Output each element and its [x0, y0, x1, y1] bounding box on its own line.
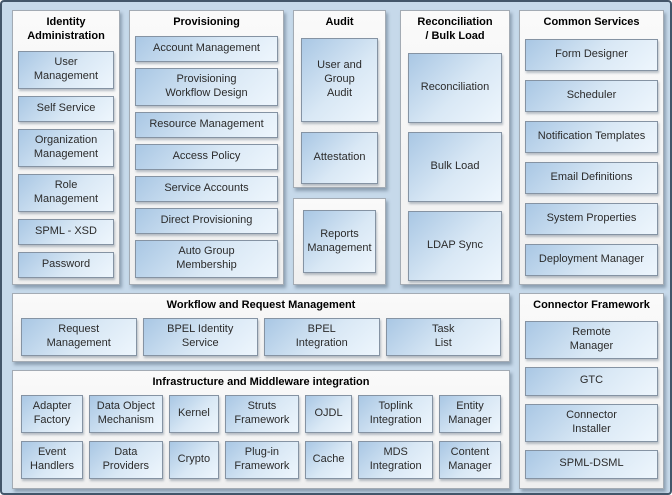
panel-common-services: Common Services Form Designer Scheduler …: [519, 10, 664, 285]
box-service-accounts: Service Accounts: [135, 175, 278, 202]
box-bpel-identity-service: BPEL Identity Service: [142, 317, 258, 356]
box-reconciliation: Reconciliation: [408, 52, 502, 123]
panel-title: Identity Administration: [27, 16, 105, 42]
box-access-policy: Access Policy: [135, 143, 278, 170]
box-role-management: Role Management: [18, 173, 114, 212]
box-spml-dsml: SPML-DSML: [525, 449, 658, 479]
box-system-properties: System Properties: [525, 202, 658, 235]
box-email-definitions: Email Definitions: [525, 161, 658, 194]
panel-title: Audit: [325, 16, 354, 28]
infrastructure-box-row-2: Event Handlers Data Providers Crypto Plu…: [21, 440, 501, 479]
box-data-object-mechanism: Data Object Mechanism: [89, 394, 163, 433]
box-self-service: Self Service: [18, 95, 114, 122]
box-struts-framework: Struts Framework: [225, 394, 299, 433]
box-cache: Cache: [304, 440, 353, 479]
panel-reconciliation-bulk-load: Reconciliation / Bulk Load Reconciliatio…: [400, 10, 510, 285]
box-connector-installer: Connector Installer: [525, 403, 658, 442]
panel-reports: Reports Management: [293, 198, 386, 285]
panel-workflow-and-request-management: Workflow and Request Management Request …: [12, 293, 510, 362]
box-account-management: Account Management: [135, 35, 278, 62]
box-organization-management: Organization Management: [18, 128, 114, 167]
box-bulk-load: Bulk Load: [408, 131, 502, 202]
panel-title: Connector Framework: [533, 299, 650, 311]
box-notification-templates: Notification Templates: [525, 120, 658, 153]
box-ojdl: OJDL: [304, 394, 353, 433]
panel-infrastructure-and-middleware-integration: Infrastructure and Middleware integratio…: [12, 370, 510, 489]
box-kernel: Kernel: [168, 394, 220, 433]
box-attestation: Attestation: [301, 131, 378, 184]
box-toplink-integration: Toplink Integration: [358, 394, 433, 433]
box-mds-integration: MDS Integration: [358, 440, 433, 479]
infrastructure-box-row-1: Adapter Factory Data Object Mechanism Ke…: [21, 394, 501, 433]
panel-title: Common Services: [543, 16, 640, 28]
box-gtc: GTC: [525, 366, 658, 396]
panel-title: Reconciliation / Bulk Load: [417, 16, 493, 42]
box-deployment-manager: Deployment Manager: [525, 243, 658, 276]
box-scheduler: Scheduler: [525, 79, 658, 112]
workflow-box-row: Request Management BPEL Identity Service…: [21, 317, 501, 356]
box-adapter-factory: Adapter Factory: [21, 394, 84, 433]
box-data-providers: Data Providers: [89, 440, 163, 479]
box-reports-management: Reports Management: [303, 210, 376, 273]
box-password: Password: [18, 251, 114, 278]
box-auto-group-membership: Auto Group Membership: [135, 239, 278, 278]
box-spml-xsd: SPML - XSD: [18, 218, 114, 245]
box-ldap-sync: LDAP Sync: [408, 210, 502, 281]
box-provisioning-workflow-design: Provisioning Workflow Design: [135, 67, 278, 106]
box-content-manager: Content Manager: [438, 440, 501, 479]
box-plug-in-framework: Plug-in Framework: [225, 440, 299, 479]
box-remote-manager: Remote Manager: [525, 320, 658, 359]
panel-connector-framework: Connector Framework Remote Manager GTC C…: [519, 293, 664, 489]
box-crypto: Crypto: [168, 440, 220, 479]
panel-identity-administration: Identity Administration User Management …: [12, 10, 120, 285]
box-task-list: Task List: [385, 317, 501, 356]
box-bpel-integration: BPEL Integration: [264, 317, 380, 356]
panel-audit: Audit User and Group Audit Attestation: [293, 10, 386, 188]
panel-title: Infrastructure and Middleware integratio…: [152, 376, 370, 388]
panel-title: Provisioning: [173, 16, 240, 28]
panel-provisioning: Provisioning Account Management Provisio…: [129, 10, 284, 285]
box-form-designer: Form Designer: [525, 38, 658, 71]
box-user-management: User Management: [18, 50, 114, 89]
box-user-and-group-audit: User and Group Audit: [301, 37, 378, 122]
panel-title: Workflow and Request Management: [166, 299, 356, 311]
box-request-management: Request Management: [21, 317, 137, 356]
box-event-handlers: Event Handlers: [21, 440, 84, 479]
box-entity-manager: Entity Manager: [438, 394, 501, 433]
box-resource-management: Resource Management: [135, 111, 278, 138]
box-direct-provisioning: Direct Provisioning: [135, 207, 278, 234]
